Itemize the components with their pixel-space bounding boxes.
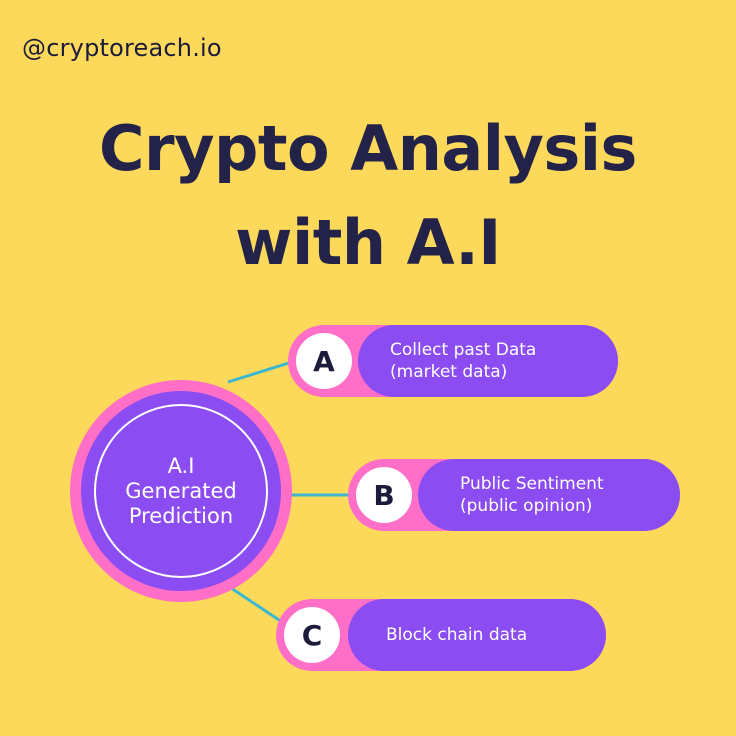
ai-prediction-hub: A.I Generated Prediction	[70, 380, 292, 602]
item-c-badge: C	[284, 607, 340, 663]
item-a-body	[358, 325, 618, 397]
hub-label: A.I Generated Prediction	[94, 404, 268, 578]
item-c-pill: C Block chain data	[276, 599, 606, 671]
page-title-line-2: with A.I	[235, 206, 501, 279]
item-a-line-1: Collect past Data	[390, 340, 537, 360]
page-title-line-1: Crypto Analysis	[99, 112, 637, 185]
item-a-pill: A Collect past Data (market data)	[288, 325, 618, 397]
item-a-line-2: (market data)	[390, 362, 508, 382]
hub-ring: A.I Generated Prediction	[81, 391, 281, 591]
item-c-text: Block chain data	[386, 599, 527, 671]
item-b-badge: B	[356, 467, 412, 523]
hub-label-line-3: Prediction	[128, 503, 234, 528]
brand-handle: @cryptoreach.io	[22, 34, 222, 62]
hub-label-line-1: A.I	[167, 453, 195, 478]
item-b-text: Public Sentiment (public opinion)	[460, 459, 604, 531]
item-a-badge: A	[296, 333, 352, 389]
item-b-pill: B Public Sentiment (public opinion)	[348, 459, 680, 531]
item-b-body	[418, 459, 680, 531]
item-c-body	[348, 599, 606, 671]
item-b-line-2: (public opinion)	[460, 496, 593, 516]
connector-a	[227, 360, 293, 384]
item-a-text: Collect past Data (market data)	[390, 325, 536, 397]
hub-label-line-2: Generated	[125, 478, 237, 503]
item-b-line-1: Public Sentiment	[460, 474, 604, 494]
item-c-line-1: Block chain data	[386, 625, 528, 645]
